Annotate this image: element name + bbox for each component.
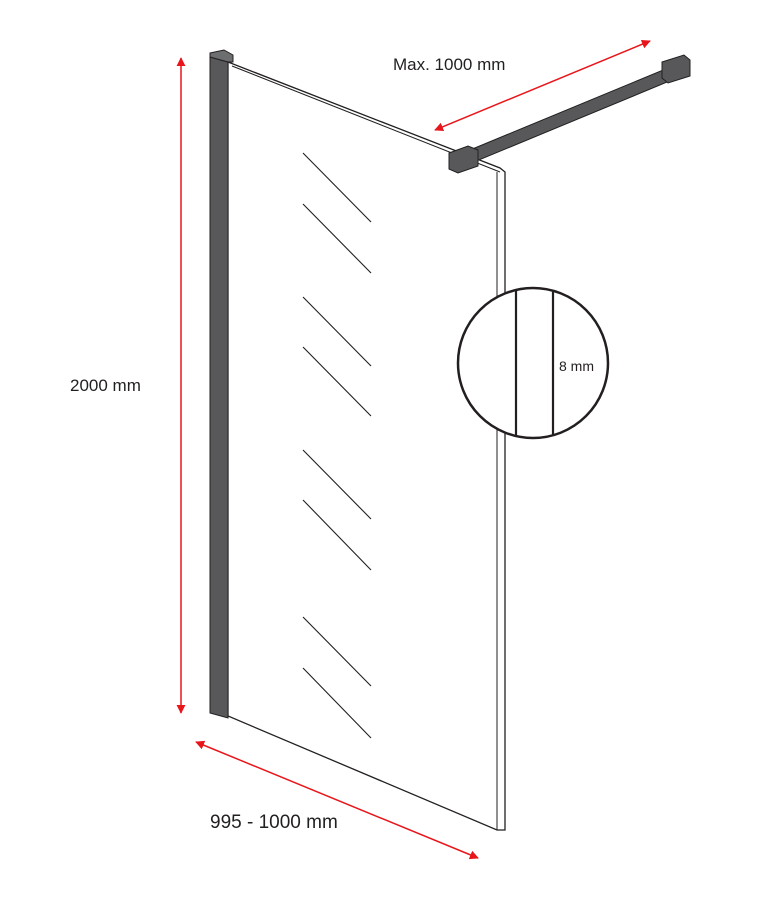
top-width-arrow [434,39,651,132]
bottom-width-label: 995 - 1000 mm [210,812,338,833]
dimension-arrows [176,39,651,860]
glass-panel [227,61,506,831]
bottom-width-arrow [195,740,479,860]
glass-reflection-lines [302,152,372,739]
glass-thickness-label: 8 mm [559,358,594,374]
wall-profile [209,49,234,719]
height-label: 2000 mm [70,376,141,395]
top-width-label: Max. 1000 mm [393,55,505,74]
glass-thickness-detail: 8 mm [456,286,610,440]
